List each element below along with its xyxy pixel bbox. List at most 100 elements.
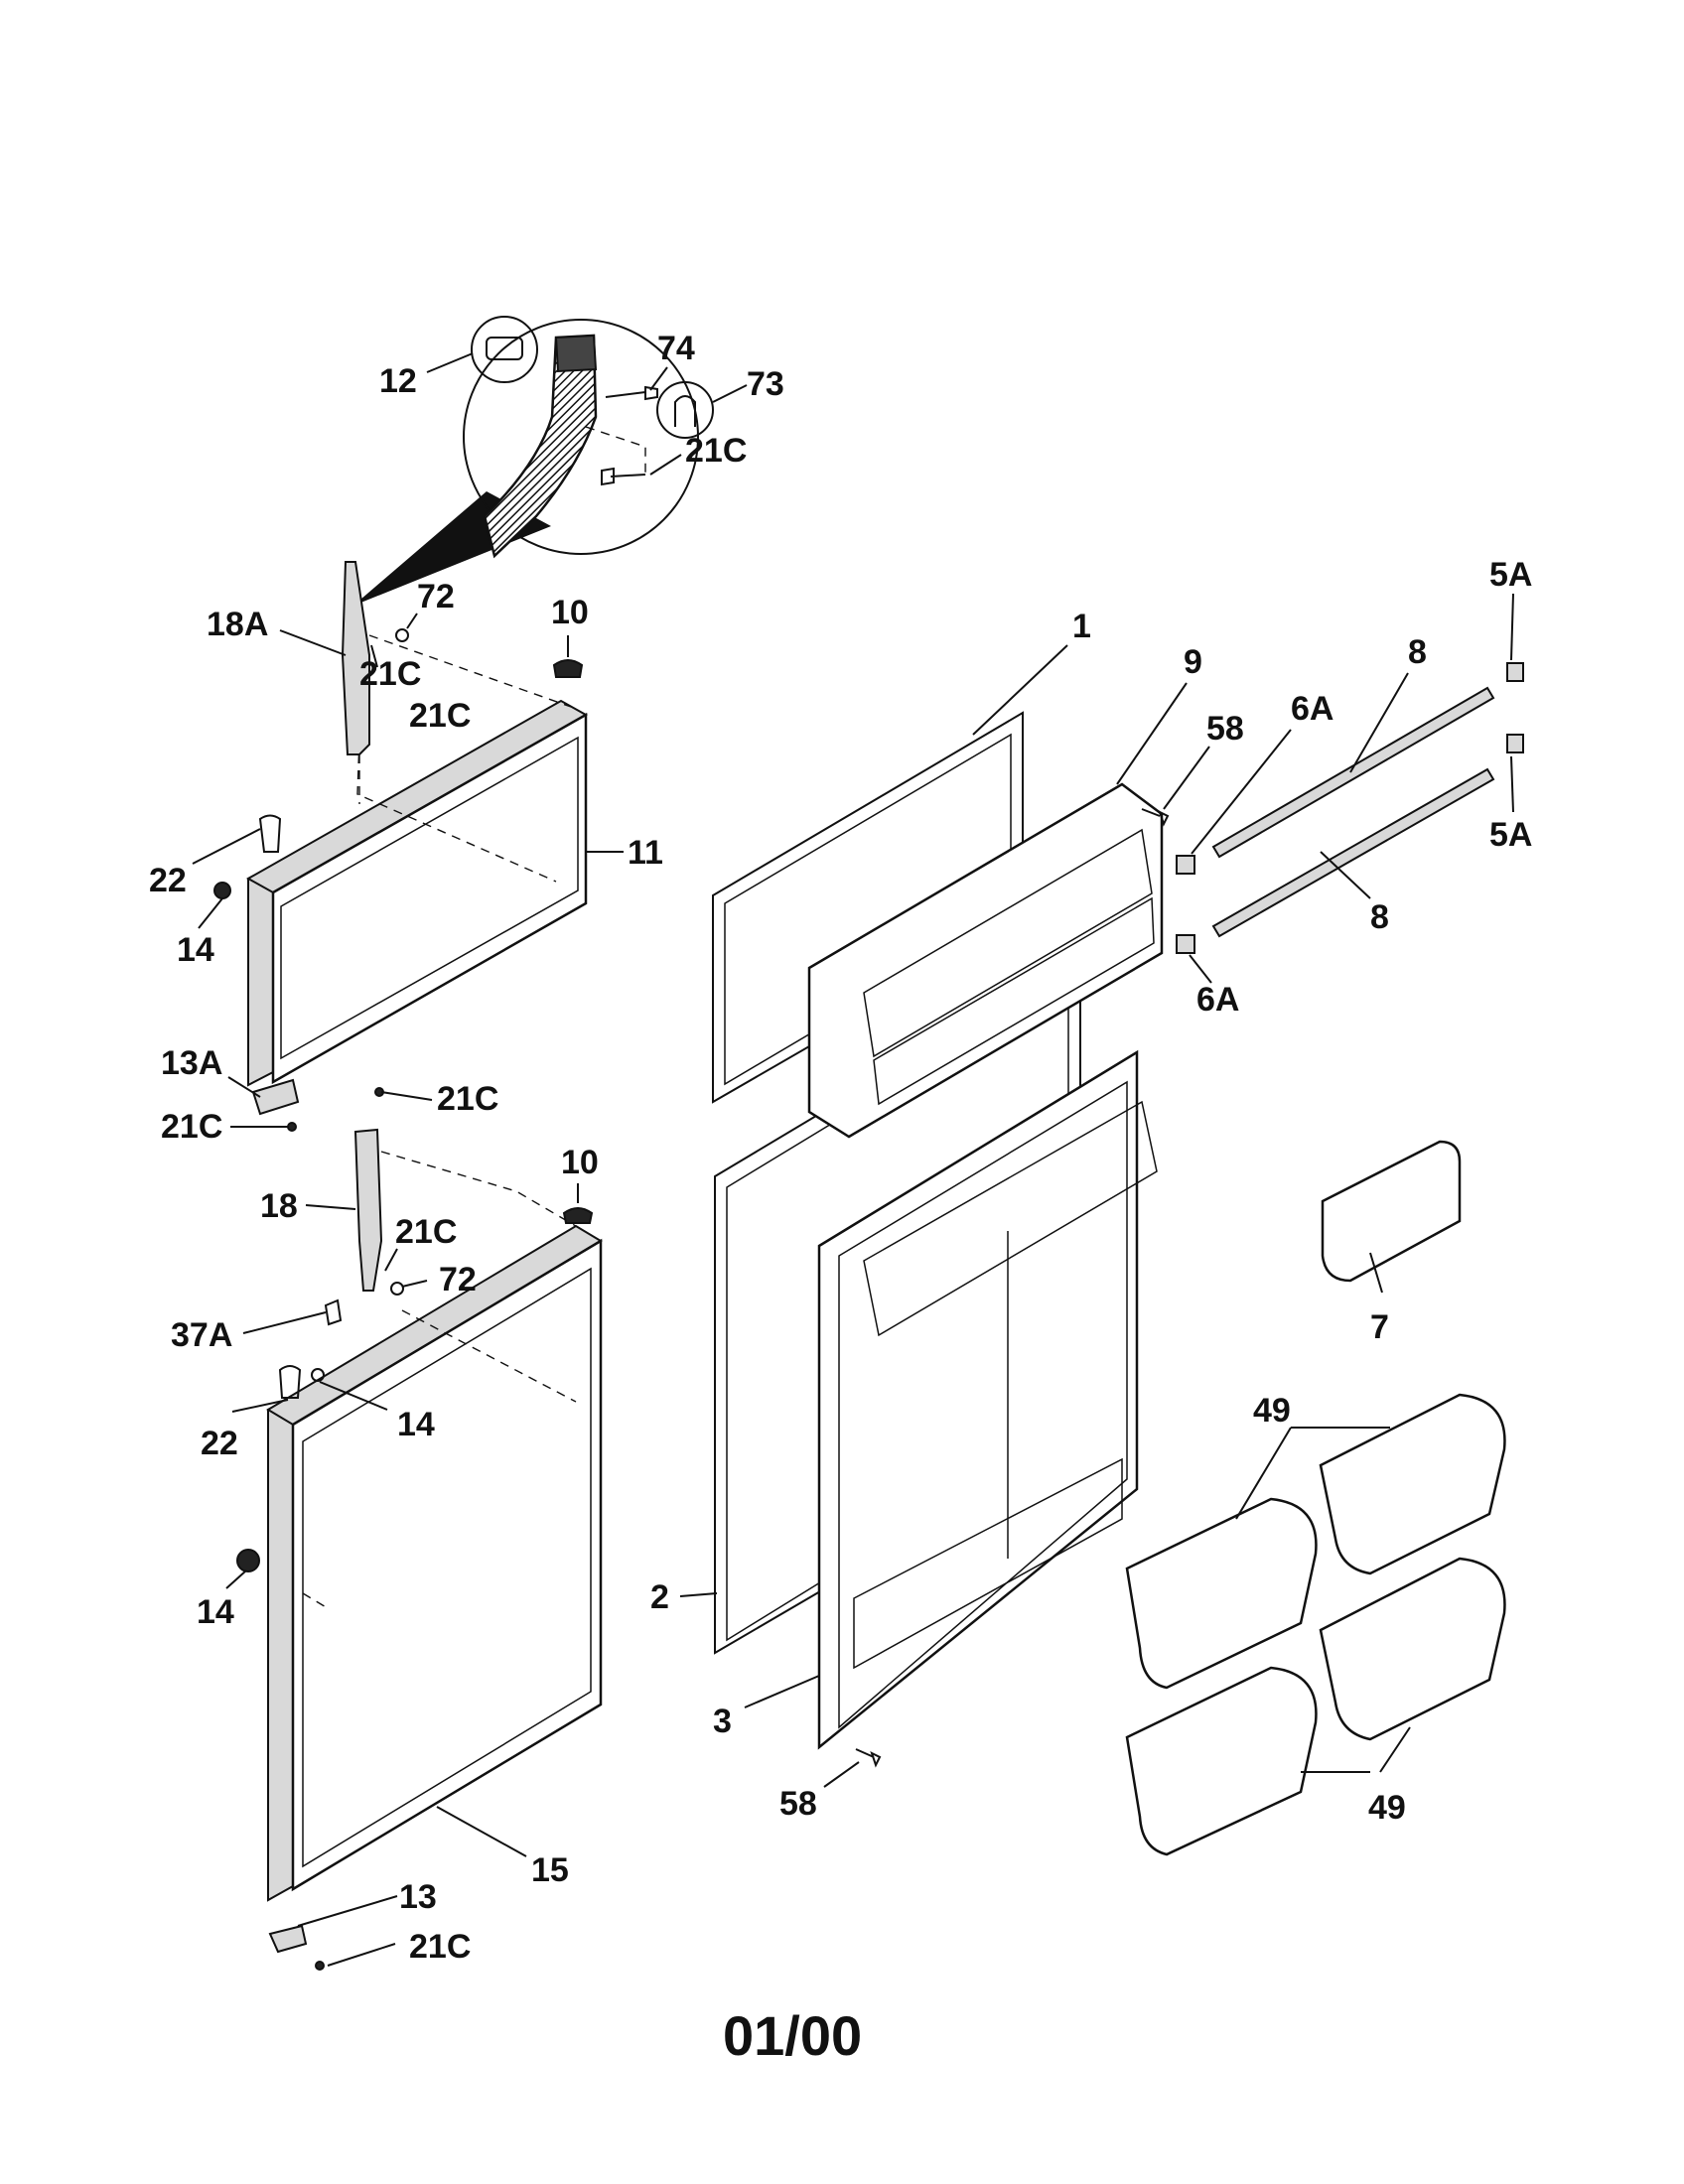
fresh-door-front xyxy=(291,1238,603,1892)
callout-8-bot: 8 xyxy=(1370,898,1389,936)
freezer-door-11 xyxy=(245,699,589,1087)
callout-8-top: 8 xyxy=(1408,633,1427,671)
callout-18a: 18A xyxy=(207,606,268,643)
inset-73-part xyxy=(674,395,696,427)
callout-11: 11 xyxy=(628,834,663,872)
pin-10-top xyxy=(552,659,584,678)
screw-21c-detail xyxy=(601,467,646,486)
leader-12 xyxy=(426,352,474,373)
inset-12-part xyxy=(486,337,523,360)
callout-21c-mid: 21C xyxy=(437,1080,498,1118)
callout-37a: 37A xyxy=(171,1316,232,1354)
leader-14-bot-b xyxy=(225,1570,247,1589)
callout-3: 3 xyxy=(713,1703,732,1740)
leader-22-bot xyxy=(231,1399,289,1413)
hinge-13 xyxy=(268,1924,308,1954)
freezer-door-front xyxy=(271,712,588,1085)
callout-14-top: 14 xyxy=(177,931,214,969)
door-bin-49-d xyxy=(1125,1666,1318,1856)
callout-21c-bot-a: 21C xyxy=(395,1213,457,1251)
leader-22-top xyxy=(192,828,261,865)
callout-10-top: 10 xyxy=(551,594,589,631)
leader-14-bot-a xyxy=(319,1381,388,1411)
leader-8-bot xyxy=(1320,851,1371,899)
screw-21c-13 xyxy=(315,1961,325,1971)
fresh-door-gasket-frame xyxy=(302,1267,592,1868)
screw-74 xyxy=(605,385,658,401)
clip-5a-top xyxy=(1506,662,1524,682)
handle-bar-detail xyxy=(483,334,598,559)
leader-6a-bot xyxy=(1189,954,1212,984)
leader-18 xyxy=(305,1204,356,1210)
leader-58-bot xyxy=(823,1761,860,1788)
inset-73-circle xyxy=(656,381,714,439)
freezer-door-side xyxy=(247,864,274,1087)
callout-6a-bot: 6A xyxy=(1196,981,1239,1019)
clip-5a-bot xyxy=(1506,734,1524,753)
freezer-liner-shelf-lower xyxy=(873,896,1155,1106)
bushing-72-top xyxy=(395,628,409,642)
hinge-13a xyxy=(251,1078,300,1116)
callout-10-bot: 10 xyxy=(561,1144,599,1181)
freezer-liner-frame xyxy=(807,782,1164,1139)
callout-72-bot: 72 xyxy=(439,1261,477,1298)
leader-5a-top xyxy=(1510,593,1514,661)
callout-14-bot-a: 14 xyxy=(397,1406,435,1443)
leader-13a xyxy=(227,1076,261,1098)
leader-15 xyxy=(436,1806,527,1857)
screw-21c-13a xyxy=(287,1122,297,1132)
freezer-liner-shelf-upper xyxy=(863,828,1153,1058)
leader-18a xyxy=(279,629,347,656)
callout-5a-bot: 5A xyxy=(1489,816,1532,854)
callout-21c-detail: 21C xyxy=(685,432,747,470)
handle-cap-detail xyxy=(554,334,598,373)
screw-58-bot xyxy=(855,1748,882,1768)
leader-21c-13 xyxy=(327,1943,396,1967)
callout-49-top: 49 xyxy=(1253,1392,1291,1430)
callout-9: 9 xyxy=(1184,643,1202,681)
callout-72-top: 72 xyxy=(417,578,455,615)
pin-22-bot xyxy=(278,1365,302,1399)
callout-21c-13: 21C xyxy=(409,1928,471,1966)
pin-10-bot xyxy=(562,1207,594,1224)
leader-1 xyxy=(972,644,1068,736)
leader-2 xyxy=(679,1592,718,1597)
leader-21c-detail xyxy=(649,454,682,476)
dairy-cover-7 xyxy=(1321,1140,1462,1283)
hinge-18 xyxy=(353,1128,383,1292)
handle-detail-view xyxy=(353,316,714,606)
callout-7: 7 xyxy=(1370,1308,1389,1346)
callout-15: 15 xyxy=(531,1851,569,1889)
bushing-72-bot xyxy=(390,1282,404,1296)
leader-lines xyxy=(192,352,1514,1967)
callout-21c-top-b: 21C xyxy=(409,697,471,735)
door-bin-49-b xyxy=(1125,1497,1318,1690)
callout-22-top: 22 xyxy=(149,862,187,899)
leader-3 xyxy=(744,1675,820,1708)
hinge-18a-dash xyxy=(358,634,572,804)
clip-6a-bot xyxy=(1176,934,1195,954)
callout-5a-top: 5A xyxy=(1489,556,1532,594)
clip-6a-top xyxy=(1176,855,1195,875)
fresh-door-side xyxy=(267,1394,294,1902)
callout-73: 73 xyxy=(747,365,784,403)
leader-14-top xyxy=(198,897,223,929)
magnifier-circle xyxy=(463,319,699,555)
fresh-liner-frame xyxy=(817,1049,1139,1750)
plug-14-bot-b xyxy=(236,1549,260,1572)
fresh-liner-shelf-top xyxy=(863,1100,1158,1337)
callout-74: 74 xyxy=(657,330,695,367)
leader-49-bot-b xyxy=(1379,1726,1411,1773)
leader-8-top xyxy=(1349,672,1409,773)
screw-58-top xyxy=(1141,808,1170,827)
pin-22-top xyxy=(258,814,282,853)
leader-21c-top-a xyxy=(370,644,378,668)
leader-49-top-a xyxy=(1235,1427,1292,1520)
callout-58-top: 58 xyxy=(1206,710,1244,748)
callout-14-bot-b: 14 xyxy=(197,1593,234,1631)
callout-58-bot: 58 xyxy=(779,1785,817,1823)
leader-6a-top xyxy=(1191,729,1292,855)
leader-7 xyxy=(1369,1252,1383,1294)
shelf-bar-8-top xyxy=(1211,686,1495,859)
shelf-bar-8-bot xyxy=(1211,767,1495,938)
